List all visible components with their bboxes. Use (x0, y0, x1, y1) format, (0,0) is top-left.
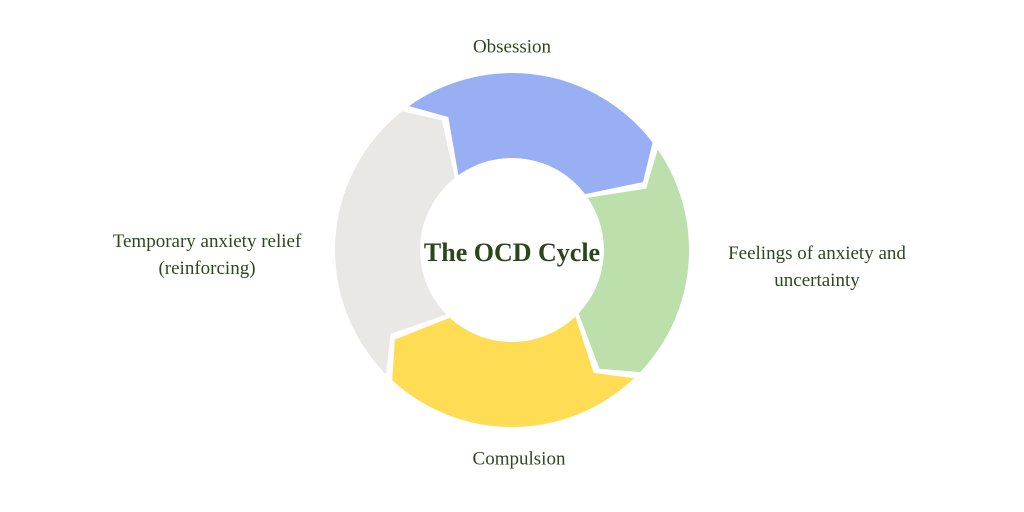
cycle-segment-right (578, 149, 690, 373)
cycle-segment-bottom (392, 316, 635, 428)
label-temporary-relief: Temporary anxiety relief (reinforcing) (112, 231, 302, 279)
cycle-segment-top (409, 73, 653, 195)
cycle-title: The OCD Cycle (423, 238, 601, 267)
cycle-segment-left (335, 111, 455, 375)
label-obsession: Obsession (472, 36, 552, 58)
label-feelings-of-anxiety: Feelings of anxiety and uncertainty (728, 243, 906, 291)
label-compulsion: Compulsion (472, 448, 566, 470)
